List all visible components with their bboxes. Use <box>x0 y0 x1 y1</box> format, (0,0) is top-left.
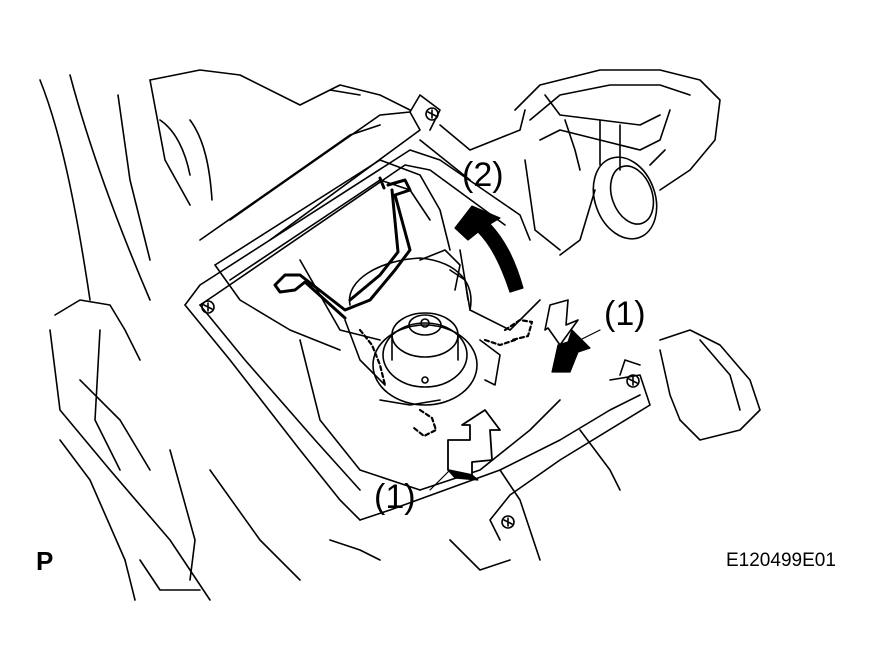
release-arrow-1-bottom <box>447 409 501 481</box>
rotate-arrow-2 <box>454 205 524 293</box>
figure-code-label: E120499E01 <box>726 550 836 571</box>
right-connector <box>514 69 761 441</box>
access-opening <box>214 159 561 491</box>
release-arrow-1-right <box>544 299 591 373</box>
bulb-socket <box>344 249 501 406</box>
step-2-label: (2) <box>462 156 504 194</box>
step-1-bottom-label: (1) <box>374 478 416 516</box>
bulb-lock-tabs <box>358 318 534 438</box>
leader-lines <box>429 329 601 491</box>
left-body-panel <box>39 74 301 601</box>
lamp-housing <box>139 149 651 591</box>
retaining-spring <box>273 176 412 320</box>
step-1-right-label: (1) <box>604 295 646 333</box>
view-letter-label: P <box>36 546 54 576</box>
